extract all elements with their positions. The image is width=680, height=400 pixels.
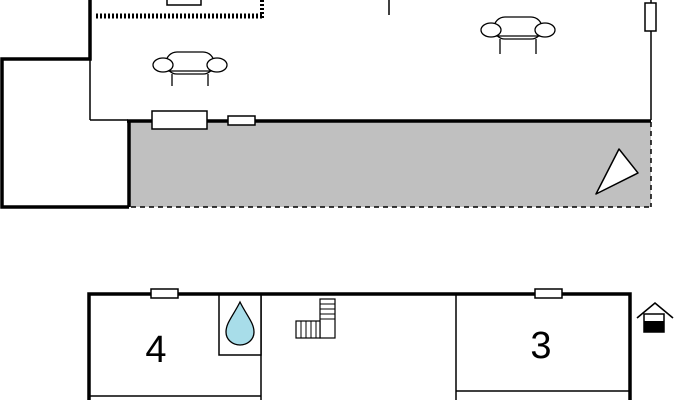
north-arrow-icon (595, 148, 639, 195)
lower-outer-walls (87, 292, 632, 400)
window-icon (534, 288, 563, 299)
window-icon (227, 115, 256, 126)
annex-walls (0, 0, 129, 209)
top-fixture (166, 0, 202, 6)
window-icon (151, 110, 208, 130)
window-icon (644, 2, 657, 32)
room-label-3: 3 (530, 325, 551, 367)
upper-floor (0, 0, 657, 209)
water-drop-icon (225, 300, 255, 346)
sofa-icon (152, 51, 228, 86)
window-icon (150, 288, 179, 299)
room-label-4: 4 (145, 329, 166, 371)
house-icon (636, 301, 674, 333)
sofa-icon (480, 16, 556, 54)
terrace (129, 122, 651, 207)
stairs-icon (295, 298, 336, 339)
lower-floor: 4 3 (87, 288, 674, 400)
